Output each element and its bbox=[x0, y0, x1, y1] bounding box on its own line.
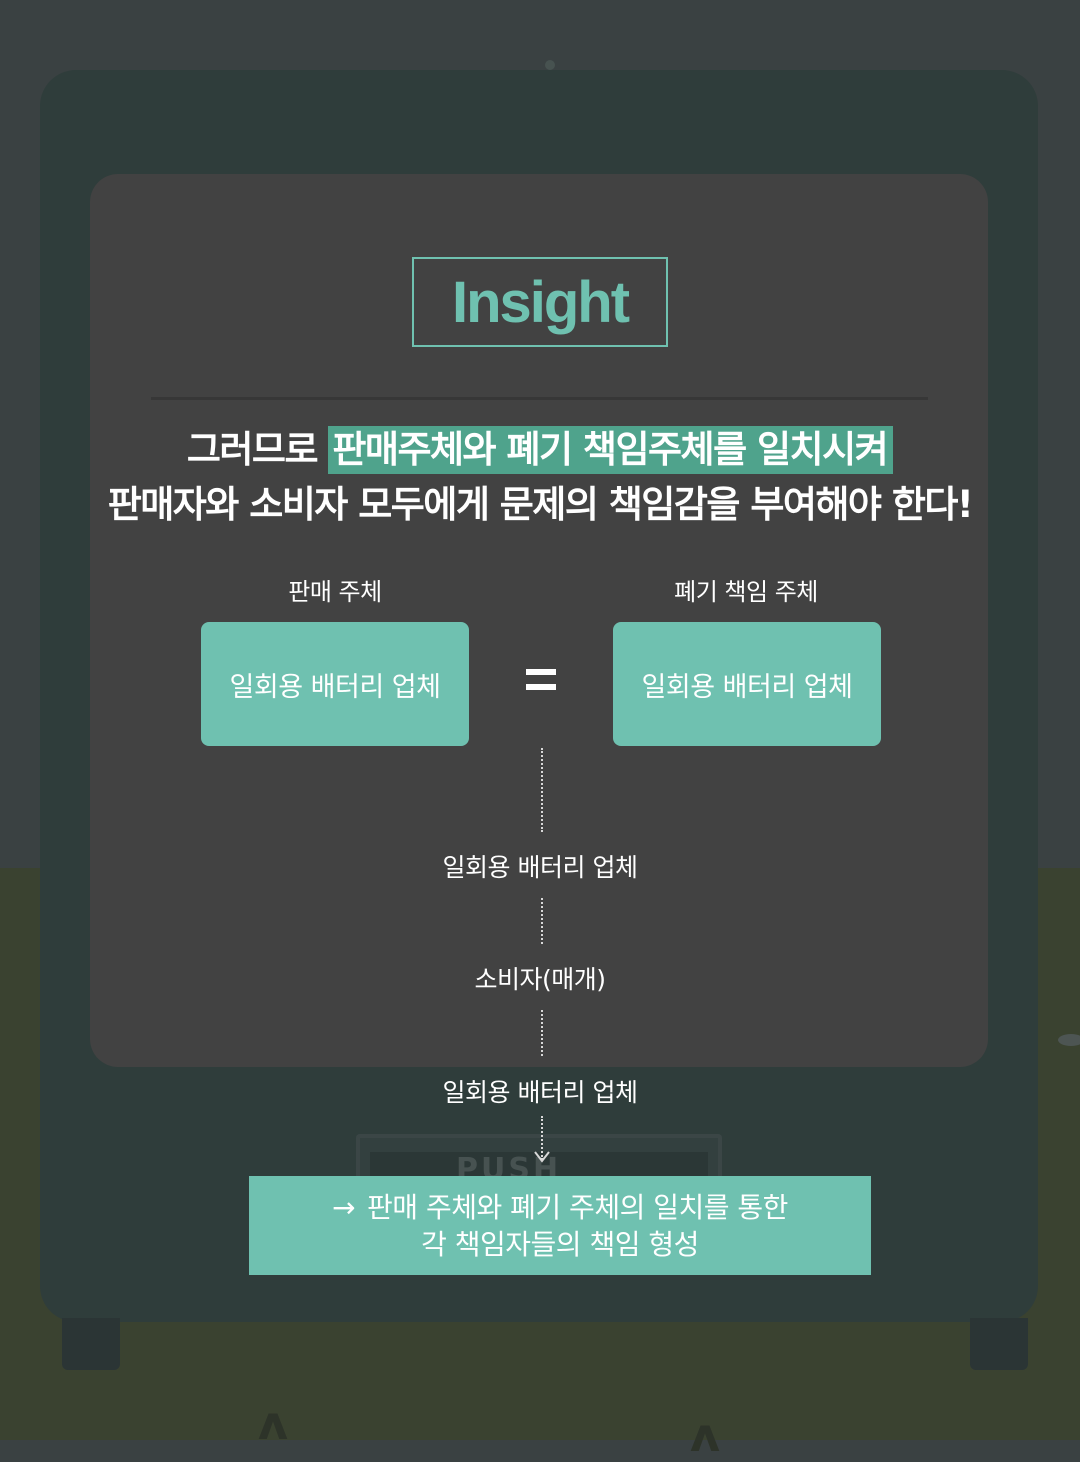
disposal-label: 폐기 책임 주체 bbox=[674, 578, 818, 606]
result-box: → 판매 주체와 폐기 주체의 일치를 통한 각 책임자들의 책임 형성 bbox=[249, 1176, 871, 1275]
seller-label: 판매 주체 bbox=[288, 578, 382, 606]
grass-icon: ʌ bbox=[690, 1408, 720, 1462]
side-knob bbox=[1058, 1034, 1080, 1046]
headline-highlight: 판매주체와 폐기 책임주체를 일치시켜 bbox=[328, 426, 894, 474]
result-text-1: 판매 주체와 폐기 주체의 일치를 통한 bbox=[367, 1190, 788, 1224]
result-line-1: → 판매 주체와 폐기 주체의 일치를 통한 bbox=[332, 1189, 788, 1226]
flow-step-consumer: 소비자(매개) bbox=[474, 965, 606, 994]
machine-leg-right bbox=[970, 1318, 1028, 1370]
flow-connector bbox=[541, 1116, 543, 1160]
insight-title-box: Insight bbox=[412, 257, 668, 347]
flow-connector bbox=[541, 898, 543, 944]
grass-icon: ʌ bbox=[258, 1396, 288, 1450]
flow-step-collector: 일회용 배터리 업체 bbox=[442, 1078, 638, 1107]
flow-step-manufacturer: 일회용 배터리 업체 bbox=[442, 853, 638, 882]
result-text-2: 각 책임자들의 책임 형성 bbox=[421, 1227, 699, 1261]
seller-box: 일회용 배터리 업체 bbox=[201, 622, 469, 746]
page-title: Insight bbox=[451, 269, 630, 335]
flow-connector bbox=[541, 748, 543, 832]
headline-line-2: 판매자와 소비자 모두에게 문제의 책임감을 부여해야 한다! bbox=[107, 483, 974, 526]
machine-top-dot bbox=[545, 60, 555, 70]
headline-line-1: 그러므로 판매주체와 폐기 책임주체를 일치시켜 bbox=[0, 426, 1080, 474]
arrow-right-icon: → bbox=[332, 1190, 356, 1224]
headline-plain-text: 그러므로 bbox=[186, 428, 329, 471]
flow-connector bbox=[541, 1010, 543, 1056]
title-divider bbox=[151, 397, 928, 400]
equals-icon bbox=[526, 669, 556, 691]
content-panel bbox=[90, 174, 988, 1067]
disposal-box: 일회용 배터리 업체 bbox=[613, 622, 881, 746]
machine-leg-left bbox=[62, 1318, 120, 1370]
arrow-down-icon bbox=[534, 1151, 550, 1163]
